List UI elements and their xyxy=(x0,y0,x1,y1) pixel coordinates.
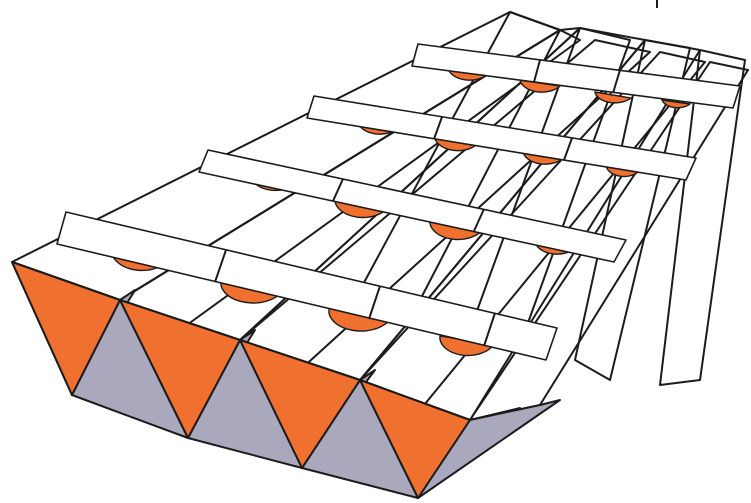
support-strip xyxy=(307,96,696,180)
support-strip xyxy=(199,150,626,262)
